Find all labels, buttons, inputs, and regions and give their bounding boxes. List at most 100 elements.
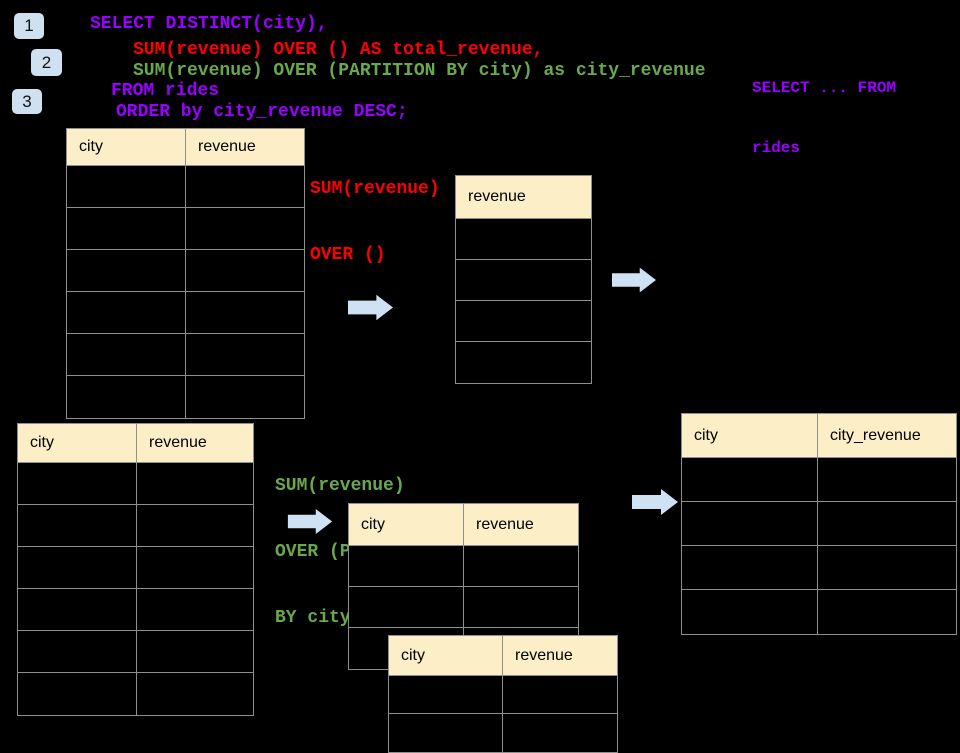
table-header-row: city revenue bbox=[67, 129, 304, 166]
table-cell bbox=[137, 505, 253, 546]
table-row bbox=[18, 589, 253, 631]
table-cell bbox=[137, 463, 253, 504]
table-cell bbox=[464, 546, 578, 586]
arrow-right-icon bbox=[287, 509, 333, 534]
table-row bbox=[349, 587, 578, 628]
table-row bbox=[456, 301, 591, 342]
label-partition-line-3: BY city) bbox=[275, 608, 362, 628]
table-cell bbox=[186, 292, 304, 333]
table-row bbox=[67, 376, 304, 418]
table-cell bbox=[137, 589, 253, 630]
table-row bbox=[67, 250, 304, 292]
table-cell bbox=[18, 631, 137, 672]
column-header-revenue: revenue bbox=[515, 646, 573, 664]
arrow-right-icon bbox=[632, 489, 678, 515]
table-cell bbox=[682, 458, 818, 501]
column-header-city: city bbox=[349, 504, 464, 545]
table-cell bbox=[682, 590, 818, 634]
column-header-city-revenue: city_revenue bbox=[830, 426, 921, 444]
table-row bbox=[682, 590, 956, 634]
table-row bbox=[456, 342, 591, 383]
sql-line-order-by: ORDER by city_revenue DESC; bbox=[116, 102, 408, 122]
side-note-select-from: SELECT ... FROM rides bbox=[752, 38, 896, 198]
table-row bbox=[389, 676, 617, 714]
sql-line-city-revenue: SUM(revenue) OVER (PARTITION BY city) as… bbox=[133, 61, 706, 81]
table-cell bbox=[464, 587, 578, 627]
table-cell bbox=[682, 502, 818, 545]
table-cell bbox=[137, 631, 253, 672]
table-row bbox=[67, 166, 304, 208]
total-revenue-table: revenue bbox=[455, 175, 592, 384]
column-header-city: city bbox=[389, 636, 503, 675]
table-cell bbox=[18, 505, 137, 546]
side-note-line-1: SELECT ... FROM bbox=[752, 79, 897, 97]
table-cell bbox=[818, 546, 956, 589]
table-cell bbox=[503, 676, 617, 713]
table-cell bbox=[456, 301, 591, 341]
table-cell bbox=[67, 208, 186, 249]
table-cell bbox=[456, 260, 591, 300]
table-cell bbox=[349, 546, 464, 586]
table-cell bbox=[18, 673, 137, 715]
column-header-revenue: revenue bbox=[476, 515, 534, 533]
table-row bbox=[67, 208, 304, 250]
side-note-line-2: rides bbox=[752, 139, 801, 157]
table-header-row: revenue bbox=[456, 176, 591, 219]
column-header-revenue: revenue bbox=[149, 434, 207, 451]
sql-line-total-revenue: SUM(revenue) OVER () AS total_revenue, bbox=[133, 40, 544, 60]
label-total-line-2: OVER () bbox=[310, 245, 386, 265]
table-cell bbox=[682, 546, 818, 589]
label-sum-over-total: SUM(revenue) OVER () bbox=[310, 134, 440, 310]
table-cell bbox=[349, 587, 464, 627]
table-row bbox=[456, 260, 591, 301]
table-cell bbox=[186, 334, 304, 375]
table-cell bbox=[67, 334, 186, 375]
table-header-row: city city_revenue bbox=[682, 414, 956, 458]
table-body bbox=[456, 219, 591, 383]
arrow-right-icon bbox=[612, 267, 656, 293]
table-cell bbox=[186, 208, 304, 249]
table-cell bbox=[18, 589, 137, 630]
table-cell bbox=[137, 673, 253, 715]
partition-table-overlay: city revenue bbox=[388, 635, 618, 753]
table-cell bbox=[186, 166, 304, 207]
column-header-city: city bbox=[682, 414, 818, 457]
table-body bbox=[18, 463, 253, 715]
table-cell bbox=[186, 376, 304, 418]
slide-canvas: 1 2 3 SELECT DISTINCT(city), SUM(revenue… bbox=[12, 13, 957, 753]
step-badge-1: 1 bbox=[14, 13, 44, 39]
city-revenue-result-table: city city_revenue bbox=[681, 413, 957, 635]
column-header-revenue: revenue bbox=[198, 138, 256, 155]
table-cell bbox=[818, 590, 956, 634]
table-row bbox=[18, 547, 253, 589]
table-cell bbox=[67, 166, 186, 207]
table-cell bbox=[18, 463, 137, 504]
label-total-line-1: SUM(revenue) bbox=[310, 179, 440, 199]
table-row bbox=[18, 673, 253, 715]
table-row bbox=[682, 546, 956, 590]
table-cell bbox=[67, 376, 186, 418]
table-header-row: city revenue bbox=[349, 504, 578, 546]
table-row bbox=[18, 463, 253, 505]
column-header-city: city bbox=[18, 424, 137, 462]
table-cell bbox=[18, 547, 137, 588]
column-header-city: city bbox=[67, 129, 186, 165]
table-cell bbox=[67, 250, 186, 291]
table-header-row: city revenue bbox=[18, 424, 253, 463]
table-cell bbox=[456, 219, 591, 259]
table-row bbox=[67, 334, 304, 376]
table-row bbox=[18, 631, 253, 673]
table-body bbox=[67, 166, 304, 418]
table-row bbox=[67, 292, 304, 334]
table-cell bbox=[818, 502, 956, 545]
table-cell bbox=[67, 292, 186, 333]
step-badge-3: 3 bbox=[12, 89, 42, 114]
sql-line-select: SELECT DISTINCT(city), bbox=[90, 14, 328, 34]
table-cell bbox=[137, 547, 253, 588]
table-cell bbox=[186, 250, 304, 291]
table-cell bbox=[818, 458, 956, 501]
table-cell bbox=[389, 676, 503, 713]
table-row bbox=[349, 546, 578, 587]
table-row bbox=[682, 458, 956, 502]
arrow-right-icon bbox=[348, 294, 393, 321]
